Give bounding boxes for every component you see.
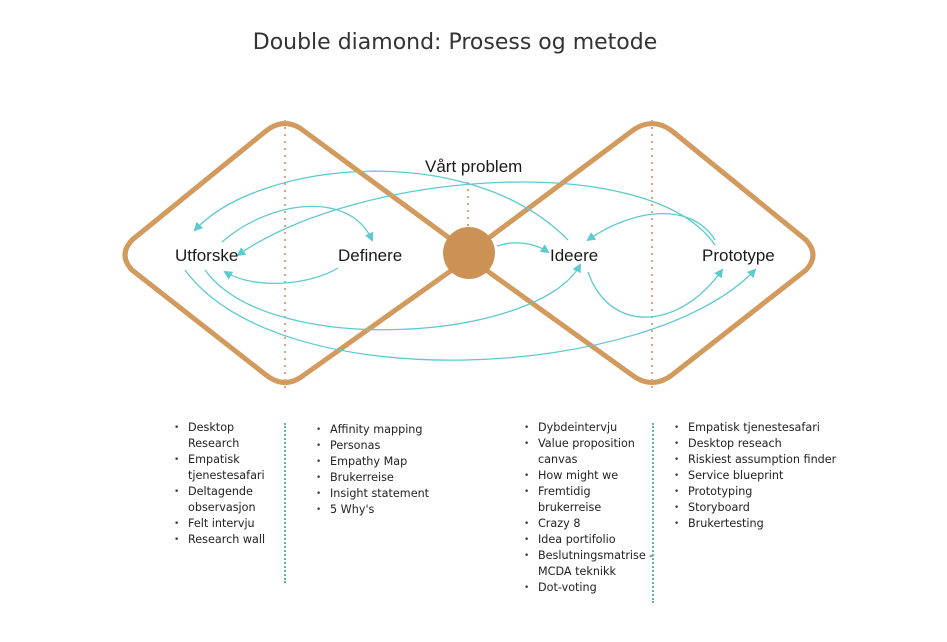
arrows [184, 170, 757, 361]
arrow [221, 205, 374, 243]
list-item: Idea portifolio [524, 532, 654, 548]
list-item: Dot-voting [524, 580, 654, 596]
methods-list-prototype: Empatisk tjenestesafariDesktop reseachRi… [674, 420, 888, 532]
list-item: Desktop Research [174, 420, 288, 452]
arrow [204, 263, 581, 331]
list-item: Personas [316, 438, 480, 454]
list-item: Value proposition canvas [524, 436, 654, 468]
arrow [184, 268, 757, 361]
arrow [193, 170, 569, 241]
divider [284, 423, 286, 583]
problem-label: Vårt problem [425, 157, 522, 176]
list-item: Brukerreise [316, 470, 480, 486]
methods-list-definere: Affinity mappingPersonasEmpathy MapBruke… [316, 422, 480, 518]
left-diamond [122, 121, 462, 385]
list-item: Storyboard [674, 500, 888, 516]
list-item: Affinity mapping [316, 422, 480, 438]
list-item: Dybdeintervju [524, 420, 654, 436]
methods-list-ideere: DybdeintervjuValue proposition canvasHow… [524, 420, 654, 596]
phase-label-utforske: Utforske [175, 246, 238, 265]
list-item: Beslutningsmatrise - MCDA teknikk [524, 548, 654, 580]
page-title: Double diamond: Prosess og metode [252, 30, 658, 55]
arrow [586, 212, 716, 242]
arrow [223, 267, 339, 284]
list-item: 5 Why's [316, 502, 480, 518]
list-item: Felt intervju [174, 516, 288, 532]
list-item: Empatisk tjenestesafari [674, 420, 888, 436]
list-item: Service blueprint [674, 468, 888, 484]
problem-circle [443, 227, 495, 279]
list-item: Deltagende observasjon [174, 484, 288, 516]
list-item: Insight statement [316, 486, 480, 502]
phase-label-definere: Definere [338, 246, 402, 265]
divider [652, 423, 654, 603]
arrow [236, 181, 716, 257]
list-item: Prototyping [674, 484, 888, 500]
list-item: Desktop reseach [674, 436, 888, 452]
phase-label-prototype: Prototype [702, 246, 775, 265]
phase-label-ideere: Ideere [550, 246, 598, 265]
list-item: Empathy Map [316, 454, 480, 470]
list-item: How might we [524, 468, 654, 484]
list-item: Riskiest assumption finder [674, 452, 888, 468]
arrow [496, 242, 550, 254]
arrow [587, 268, 724, 318]
list-item: Brukertesting [674, 516, 888, 532]
list-item: Fremtidig brukerreise [524, 484, 654, 516]
list-item: Research wall [174, 532, 288, 548]
list-item: Empatisk tjenestesafari [174, 452, 288, 484]
list-item: Crazy 8 [524, 516, 654, 532]
methods-list-utforske: Desktop ResearchEmpatisk tjenestesafariD… [174, 420, 288, 548]
